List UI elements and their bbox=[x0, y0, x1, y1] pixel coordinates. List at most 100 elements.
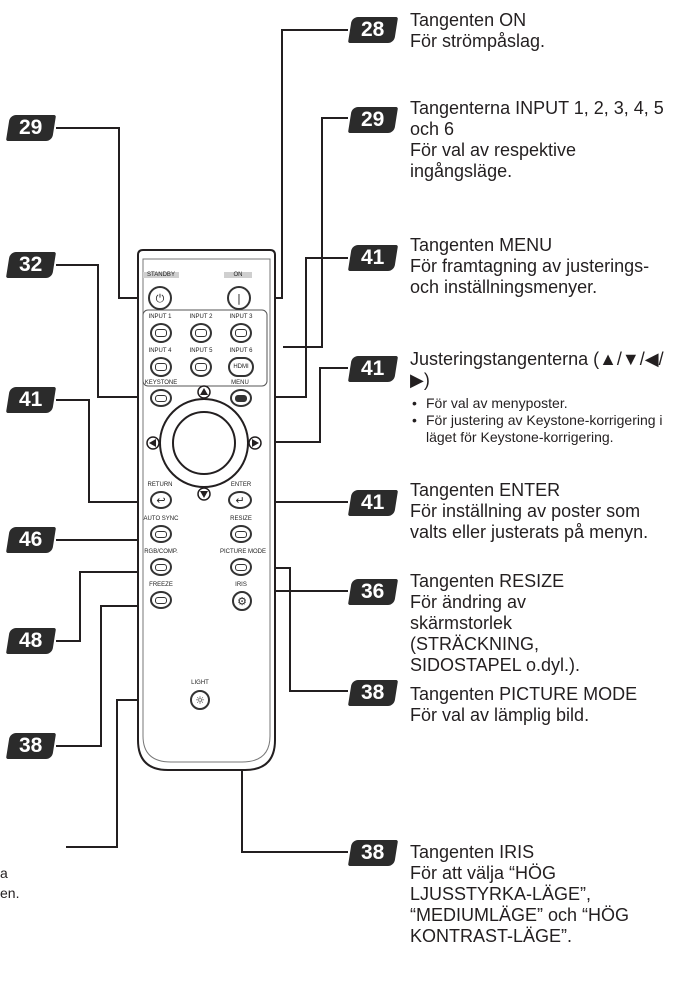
input5-button[interactable] bbox=[190, 357, 212, 377]
freeze-label: FREEZE bbox=[149, 582, 173, 588]
light-label: LIGHT bbox=[191, 680, 209, 686]
input1-icon bbox=[154, 329, 168, 337]
callout-title: Tangenten ON bbox=[410, 10, 527, 30]
keystone-button[interactable] bbox=[150, 389, 172, 407]
input5-icon bbox=[194, 363, 208, 371]
picturemode-button[interactable] bbox=[230, 558, 252, 576]
bullet-item: För justering av Keystone-korrigering i … bbox=[410, 412, 675, 446]
input6-button[interactable]: HDMI bbox=[228, 357, 254, 377]
callout-body: För ändring av skärmstorlek (STRÄCKNING,… bbox=[410, 592, 581, 675]
return-label: RETURN bbox=[147, 482, 173, 488]
page-ref-badge: 38 bbox=[5, 733, 57, 759]
page-ref-badge: 41 bbox=[347, 490, 399, 516]
callout-arrows: Justeringstangenterna (▲/▼/◀/▶) För val … bbox=[410, 349, 675, 446]
on-label: ON bbox=[224, 272, 252, 278]
left-text-line: en. bbox=[0, 885, 20, 901]
input6-label: INPUT 6 bbox=[229, 348, 253, 354]
autosync-icon bbox=[154, 530, 168, 538]
input3-label: INPUT 3 bbox=[229, 314, 253, 320]
callout-title: Justeringstangenterna (▲/▼/◀/▶) bbox=[410, 349, 664, 390]
page-ref-badge: 41 bbox=[347, 356, 399, 382]
page-ref-badge: 36 bbox=[347, 579, 399, 605]
rgbcomp-label: RGB/COMP. bbox=[144, 549, 178, 555]
autosync-button[interactable] bbox=[150, 525, 172, 543]
left-cropped-text: a en. bbox=[0, 863, 19, 903]
callout-title: Tangenten RESIZE bbox=[410, 571, 565, 591]
input4-label: INPUT 4 bbox=[148, 348, 172, 354]
callout-body: För att välja “HÖG LJUSSTYRKA-LÄGE”, “ME… bbox=[410, 863, 630, 946]
callout-resize: Tangenten RESIZE För ändring av skärmsto… bbox=[410, 571, 610, 676]
page-ref-badge: 32 bbox=[5, 252, 57, 278]
callout-body: För inställning av poster som valts elle… bbox=[410, 501, 649, 542]
page-ref-badge: 29 bbox=[5, 115, 57, 141]
input1-label: INPUT 1 bbox=[148, 314, 172, 320]
freeze-icon bbox=[154, 596, 168, 604]
input5-label: INPUT 5 bbox=[189, 348, 213, 354]
page-ref-badge: 48 bbox=[5, 628, 57, 654]
remote-control bbox=[137, 249, 276, 771]
input2-label: INPUT 2 bbox=[189, 314, 213, 320]
menu-button[interactable] bbox=[230, 389, 252, 407]
input4-button[interactable] bbox=[150, 357, 172, 377]
leader-menu bbox=[254, 257, 348, 398]
callout-title: Tangenterna INPUT 1, 2, 3, 4, 5 och 6 bbox=[410, 98, 664, 139]
input2-button[interactable] bbox=[190, 323, 212, 343]
iris-button[interactable]: ⚙ bbox=[232, 591, 252, 611]
page-ref-badge: 46 bbox=[5, 527, 57, 553]
resize-icon bbox=[234, 530, 248, 538]
left-text-line: a bbox=[0, 865, 8, 881]
leader-rgbcomp bbox=[56, 571, 140, 642]
leader-arrows bbox=[276, 367, 348, 443]
menu-label: MENU bbox=[231, 380, 249, 386]
input3-icon bbox=[234, 329, 248, 337]
enter-button[interactable]: ↵ bbox=[228, 491, 252, 509]
iris-icon: ⚙ bbox=[237, 594, 247, 608]
standby-button[interactable]: ⏻ bbox=[148, 286, 172, 310]
freeze-button[interactable] bbox=[150, 591, 172, 609]
input3-button[interactable] bbox=[230, 323, 252, 343]
bullet-item: För val av menyposter. bbox=[410, 395, 675, 412]
resize-button[interactable] bbox=[230, 525, 252, 543]
callout-title: Tangenten PICTURE MODE bbox=[410, 684, 638, 704]
return-button[interactable]: ↩ bbox=[150, 491, 172, 509]
light-icon: ☼ bbox=[195, 693, 205, 707]
callout-title: Tangenten IRIS bbox=[410, 842, 535, 862]
input2-icon bbox=[194, 329, 208, 337]
leader-input bbox=[283, 117, 348, 348]
input4-icon bbox=[154, 363, 168, 371]
callout-body: För framtagning av justerings- och instä… bbox=[410, 256, 650, 297]
leader-return bbox=[56, 399, 140, 503]
picturemode-icon bbox=[234, 563, 248, 571]
power-icon: ⏻ bbox=[155, 291, 165, 305]
picturemode-label: PICTURE MODE bbox=[220, 549, 267, 555]
callout-body: För val av lämplig bild. bbox=[410, 705, 590, 725]
page-ref-badge: 28 bbox=[347, 17, 399, 43]
light-button[interactable]: ☼ bbox=[190, 690, 210, 710]
enter-icon: ↵ bbox=[235, 493, 245, 507]
rgbcomp-button[interactable] bbox=[150, 558, 172, 576]
callout-menu: Tangenten MENU För framtagning av juster… bbox=[410, 235, 650, 298]
enter-label: ENTER bbox=[230, 482, 252, 488]
page-ref-badge: 38 bbox=[347, 840, 399, 866]
page-ref-badge: 29 bbox=[347, 107, 399, 133]
page-ref-badge: 41 bbox=[347, 245, 399, 271]
standby-label: STANDBY bbox=[143, 272, 179, 278]
callout-enter: Tangenten ENTER För inställning av poste… bbox=[410, 480, 672, 543]
page-ref-badge: 38 bbox=[347, 680, 399, 706]
on-button[interactable]: | bbox=[227, 286, 251, 310]
return-icon: ↩ bbox=[156, 493, 166, 507]
callout-body: För strömpåslag. bbox=[410, 31, 546, 51]
leader-keystone bbox=[56, 264, 140, 398]
rgbcomp-icon bbox=[154, 563, 168, 571]
callout-title: Tangenten ENTER bbox=[410, 480, 561, 500]
keystone-icon bbox=[154, 394, 168, 402]
callout-iris: Tangenten IRIS För att välja “HÖG LJUSST… bbox=[410, 842, 665, 947]
callout-picturemode: Tangenten PICTURE MODE För val av lämpli… bbox=[410, 684, 676, 726]
input1-button[interactable] bbox=[150, 323, 172, 343]
on-icon: | bbox=[237, 291, 241, 305]
iris-label: IRIS bbox=[235, 582, 247, 588]
callout-input: Tangenterna INPUT 1, 2, 3, 4, 5 och 6 Fö… bbox=[410, 98, 672, 182]
menu-icon bbox=[234, 394, 248, 402]
autosync-label: AUTO SYNC bbox=[143, 516, 179, 522]
